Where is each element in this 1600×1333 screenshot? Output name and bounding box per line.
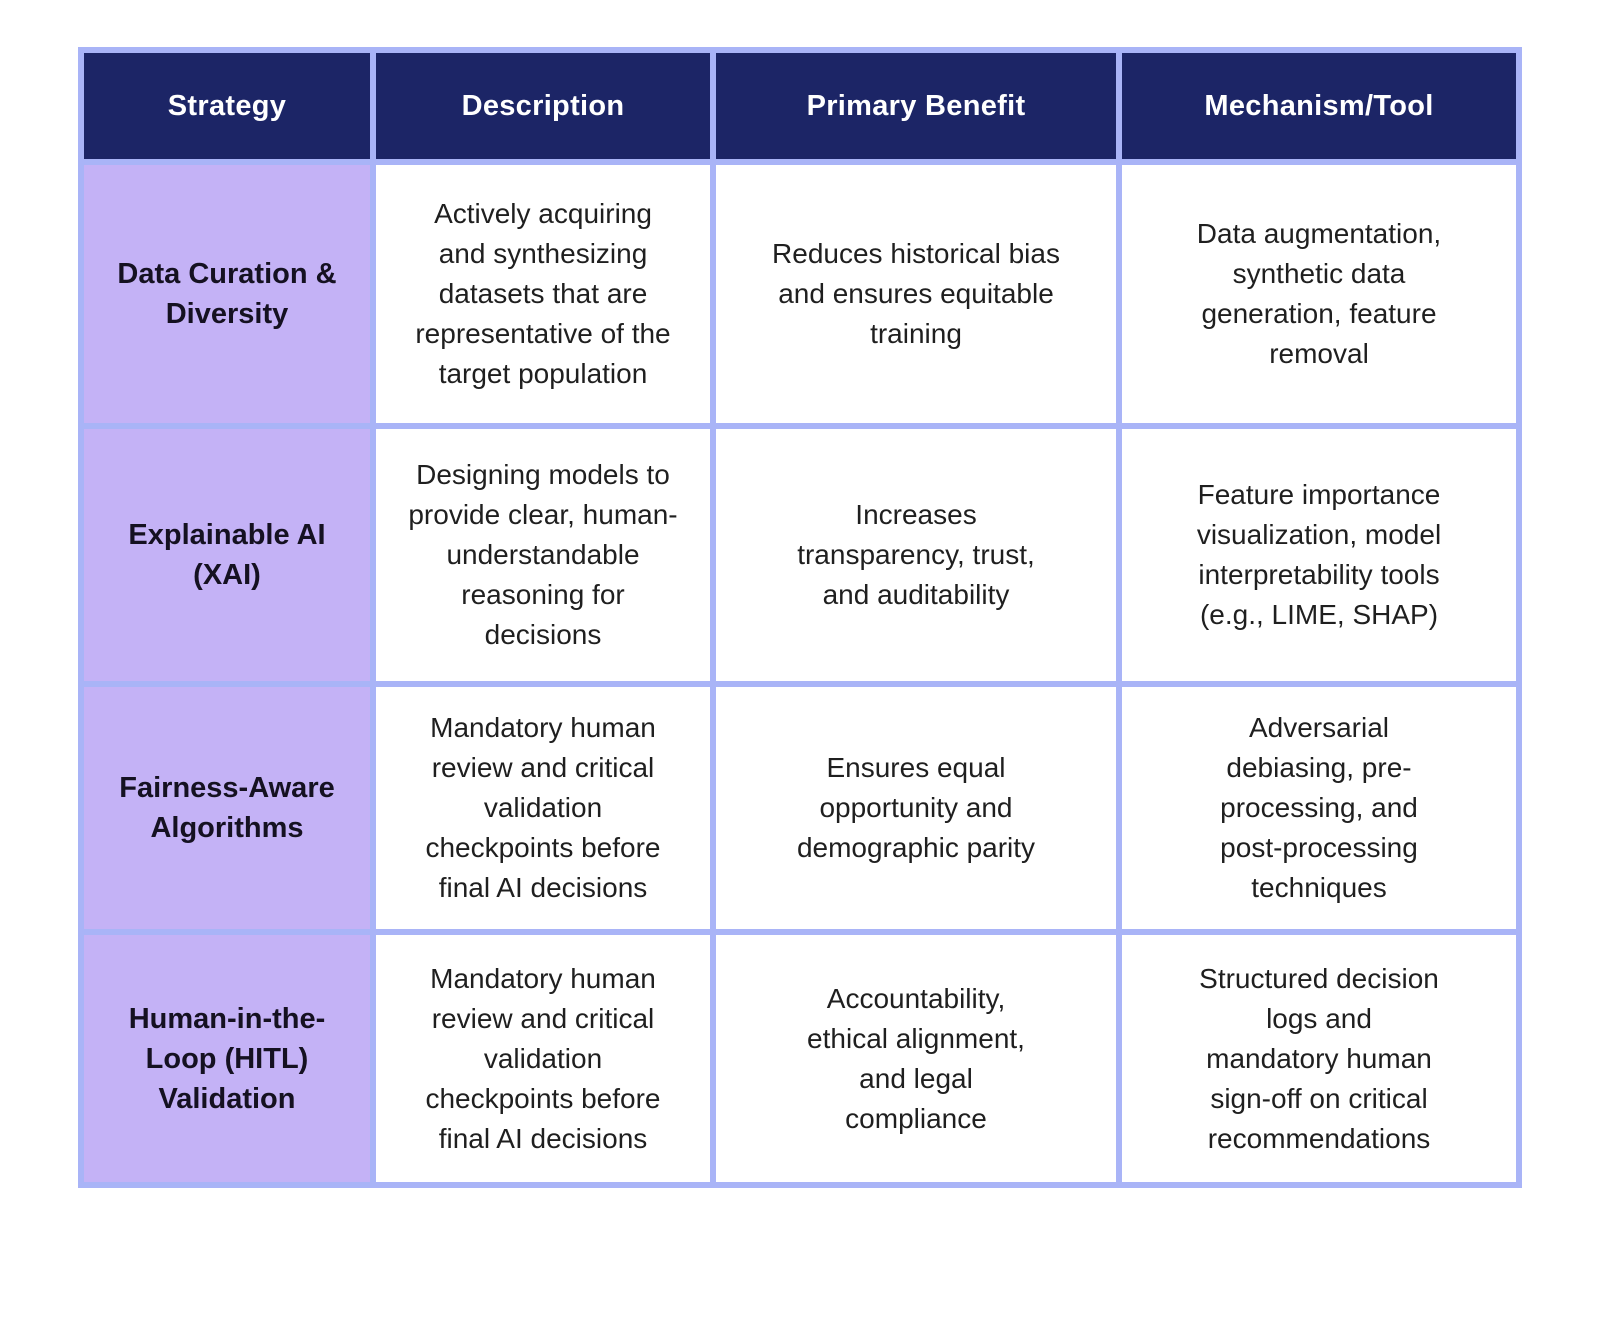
cell-primary-benefit: Ensures equal opportunity and demographi… [710, 681, 1122, 935]
table-row-human-in-the-loop: Human-in-the- Loop (HITL) Validation Man… [78, 929, 1522, 1188]
ai-bias-mitigation-table: Strategy Description Primary Benefit Mec… [78, 47, 1522, 1188]
cell-strategy: Fairness-Aware Algorithms [78, 681, 376, 935]
cell-description: Actively acquiring and synthesizing data… [370, 159, 716, 429]
cell-mechanism-tool: Feature importance visualization, model … [1116, 423, 1522, 687]
cell-primary-benefit: Reduces historical bias and ensures equi… [710, 159, 1122, 429]
cell-primary-benefit: Accountability, ethical alignment, and l… [710, 929, 1122, 1188]
cell-description: Mandatory human review and critical vali… [370, 681, 716, 935]
table-header-row: Strategy Description Primary Benefit Mec… [78, 47, 1522, 165]
column-header-description: Description [370, 47, 716, 165]
column-header-primary-benefit: Primary Benefit [710, 47, 1122, 165]
cell-primary-benefit: Increases transparency, trust, and audit… [710, 423, 1122, 687]
column-header-strategy: Strategy [78, 47, 376, 165]
cell-mechanism-tool: Data augmentation, synthetic data genera… [1116, 159, 1522, 429]
cell-description: Designing models to provide clear, human… [370, 423, 716, 687]
table-row-data-curation: Data Curation & Diversity Actively acqui… [78, 159, 1522, 429]
cell-mechanism-tool: Structured decision logs and mandatory h… [1116, 929, 1522, 1188]
cell-strategy: Human-in-the- Loop (HITL) Validation [78, 929, 376, 1188]
cell-strategy: Data Curation & Diversity [78, 159, 376, 429]
table-row-fairness-aware: Fairness-Aware Algorithms Mandatory huma… [78, 681, 1522, 935]
cell-strategy: Explainable AI (XAI) [78, 423, 376, 687]
column-header-mechanism-tool: Mechanism/Tool [1116, 47, 1522, 165]
table-row-explainable-ai: Explainable AI (XAI) Designing models to… [78, 423, 1522, 687]
cell-mechanism-tool: Adversarial debiasing, pre- processing, … [1116, 681, 1522, 935]
cell-description: Mandatory human review and critical vali… [370, 929, 716, 1188]
